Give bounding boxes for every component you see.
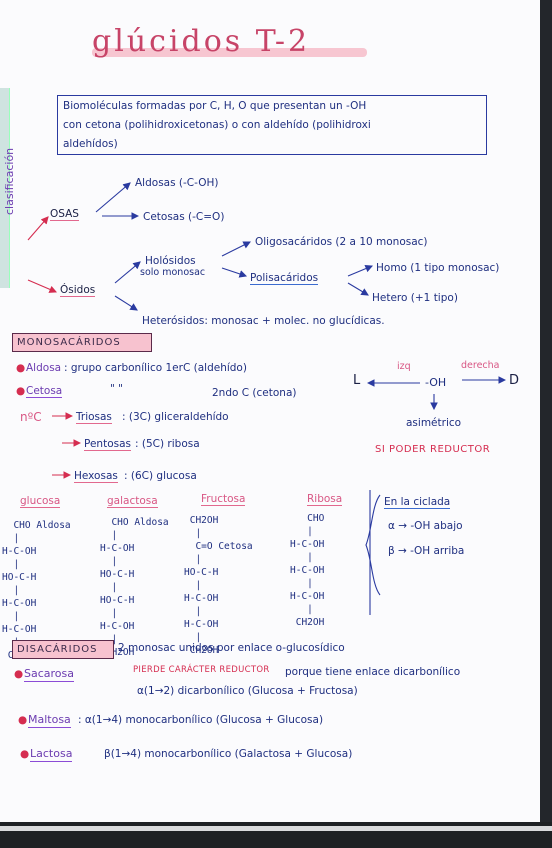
structure-galactosa: CHO Aldosa | H-C-OH | HO-C-H | HO-C-H | … (100, 517, 169, 658)
hexosas-text: : (6C) glucosa (124, 470, 197, 482)
maltosa-bullet: ● (18, 714, 28, 726)
lactosa-text: β(1→4) monocarbonílico (Galactosa + Gluc… (104, 748, 353, 760)
homo-label: Homo (1 tipo monosac) (376, 262, 500, 274)
scanner-edge (0, 826, 552, 831)
maltosa-label: Maltosa (28, 713, 71, 728)
cetosa-label: Cetosa (26, 385, 63, 399)
sacarosa-bullet: ● (14, 668, 24, 680)
heterosidos-label: Heterósidos: monosac + molec. no glucídi… (142, 315, 385, 327)
maltosa-text: : α(1→4) monocarbonílico (Glucosa + Gluc… (78, 714, 324, 726)
page-edge-strip (0, 88, 10, 288)
sacarosa-pierde: PIERDE CARÁCTER REDUCTOR (133, 665, 270, 675)
aldosa-text: : grupo carbonílico 1erC (aldehído) (64, 362, 247, 374)
page-title: glúcidos T-2 (92, 24, 311, 59)
cetosa-text: 2ndo C (cetona) (212, 387, 297, 399)
structure-fructosa: CH2OH | C=O Cetosa | HO-C-H | H-C-OH | H… (184, 515, 253, 656)
holosidos-sub: solo monosac (140, 267, 206, 278)
sacarosa-label: Sacarosa (24, 667, 74, 682)
ciclada-alpha: α → -OH abajo (388, 520, 463, 532)
l-label: L (353, 373, 361, 388)
intro-line-2: con cetona (polihidroxicetonas) o con al… (63, 119, 371, 131)
cetosa-bullet: ● (16, 385, 26, 397)
triosas-label: Triosas (76, 411, 112, 425)
sacarosa-rest: porque tiene enlace dicarbonílico (285, 666, 461, 678)
ciclada-heading: En la ciclada (384, 496, 451, 510)
ciclada-beta: β → -OH arriba (388, 545, 465, 557)
osidos-label: Ósidos (60, 284, 96, 298)
aldosas-label: Aldosas (-C-OH) (135, 177, 219, 189)
structure-name-glucosa: glucosa (20, 495, 61, 509)
definition-box (57, 95, 487, 155)
monosacaridos-heading: MONOSACÁRIDOS (12, 333, 152, 352)
disacaridos-heading: DISACÁRIDOS (12, 640, 114, 659)
triosas-text: : (3C) gliceraldehído (122, 411, 229, 423)
oh-label: -OH (425, 376, 447, 389)
notes-page: glúcidos T-2 Biomoléculas formadas por C… (0, 0, 540, 822)
holosidos-label: Holósidos (145, 255, 196, 267)
lactosa-label: Lactosa (30, 747, 73, 762)
hand-drawn-arrows (27, 182, 507, 615)
pentosas-text: : (5C) ribosa (135, 438, 200, 450)
lactosa-bullet: ● (20, 748, 30, 760)
hetero-label: Hetero (+1 tipo) (372, 292, 458, 304)
derecha-label: derecha (461, 360, 500, 371)
pentosas-label: Pentosas (84, 438, 131, 452)
sacarosa-line2: α(1→2) dicarbonílico (Glucosa + Fructosa… (137, 685, 358, 697)
poder-reductor-label: SI PODER REDUCTOR (375, 444, 491, 455)
structure-name-galactosa: galactosa (107, 495, 158, 509)
aldosa-bullet: ● (16, 362, 26, 374)
disacaridos-definition: 2 monosac unidos por enlace o-glucosídic… (118, 642, 345, 654)
intro-line-1: Biomoléculas formadas por C, H, O que pr… (63, 100, 367, 112)
osas-label: OSAS (50, 208, 79, 222)
cetosa-ditto: " " (110, 383, 123, 395)
izq-label: izq (397, 361, 411, 372)
intro-line-3: aldehídos) (63, 138, 118, 150)
nc-label: nºC (20, 410, 42, 424)
oligosacaridos-label: Oligosacáridos (2 a 10 monosac) (255, 236, 428, 248)
aldosa-label: Aldosa (26, 362, 62, 374)
structure-name-fructosa: Fructosa (201, 493, 246, 507)
structure-ribosa: CHO | H-C-OH | H-C-OH | H-C-OH | CH2OH (290, 513, 325, 628)
d-label: D (509, 373, 520, 388)
hexosas-label: Hexosas (74, 470, 118, 484)
polisacaridos-label: Polisacáridos (250, 272, 319, 286)
cetosas-label: Cetosas (-C=O) (143, 211, 225, 223)
title-highlight (92, 48, 367, 57)
structure-name-ribosa: Ribosa (307, 493, 343, 507)
asimetrico-label: asimétrico (406, 417, 462, 429)
